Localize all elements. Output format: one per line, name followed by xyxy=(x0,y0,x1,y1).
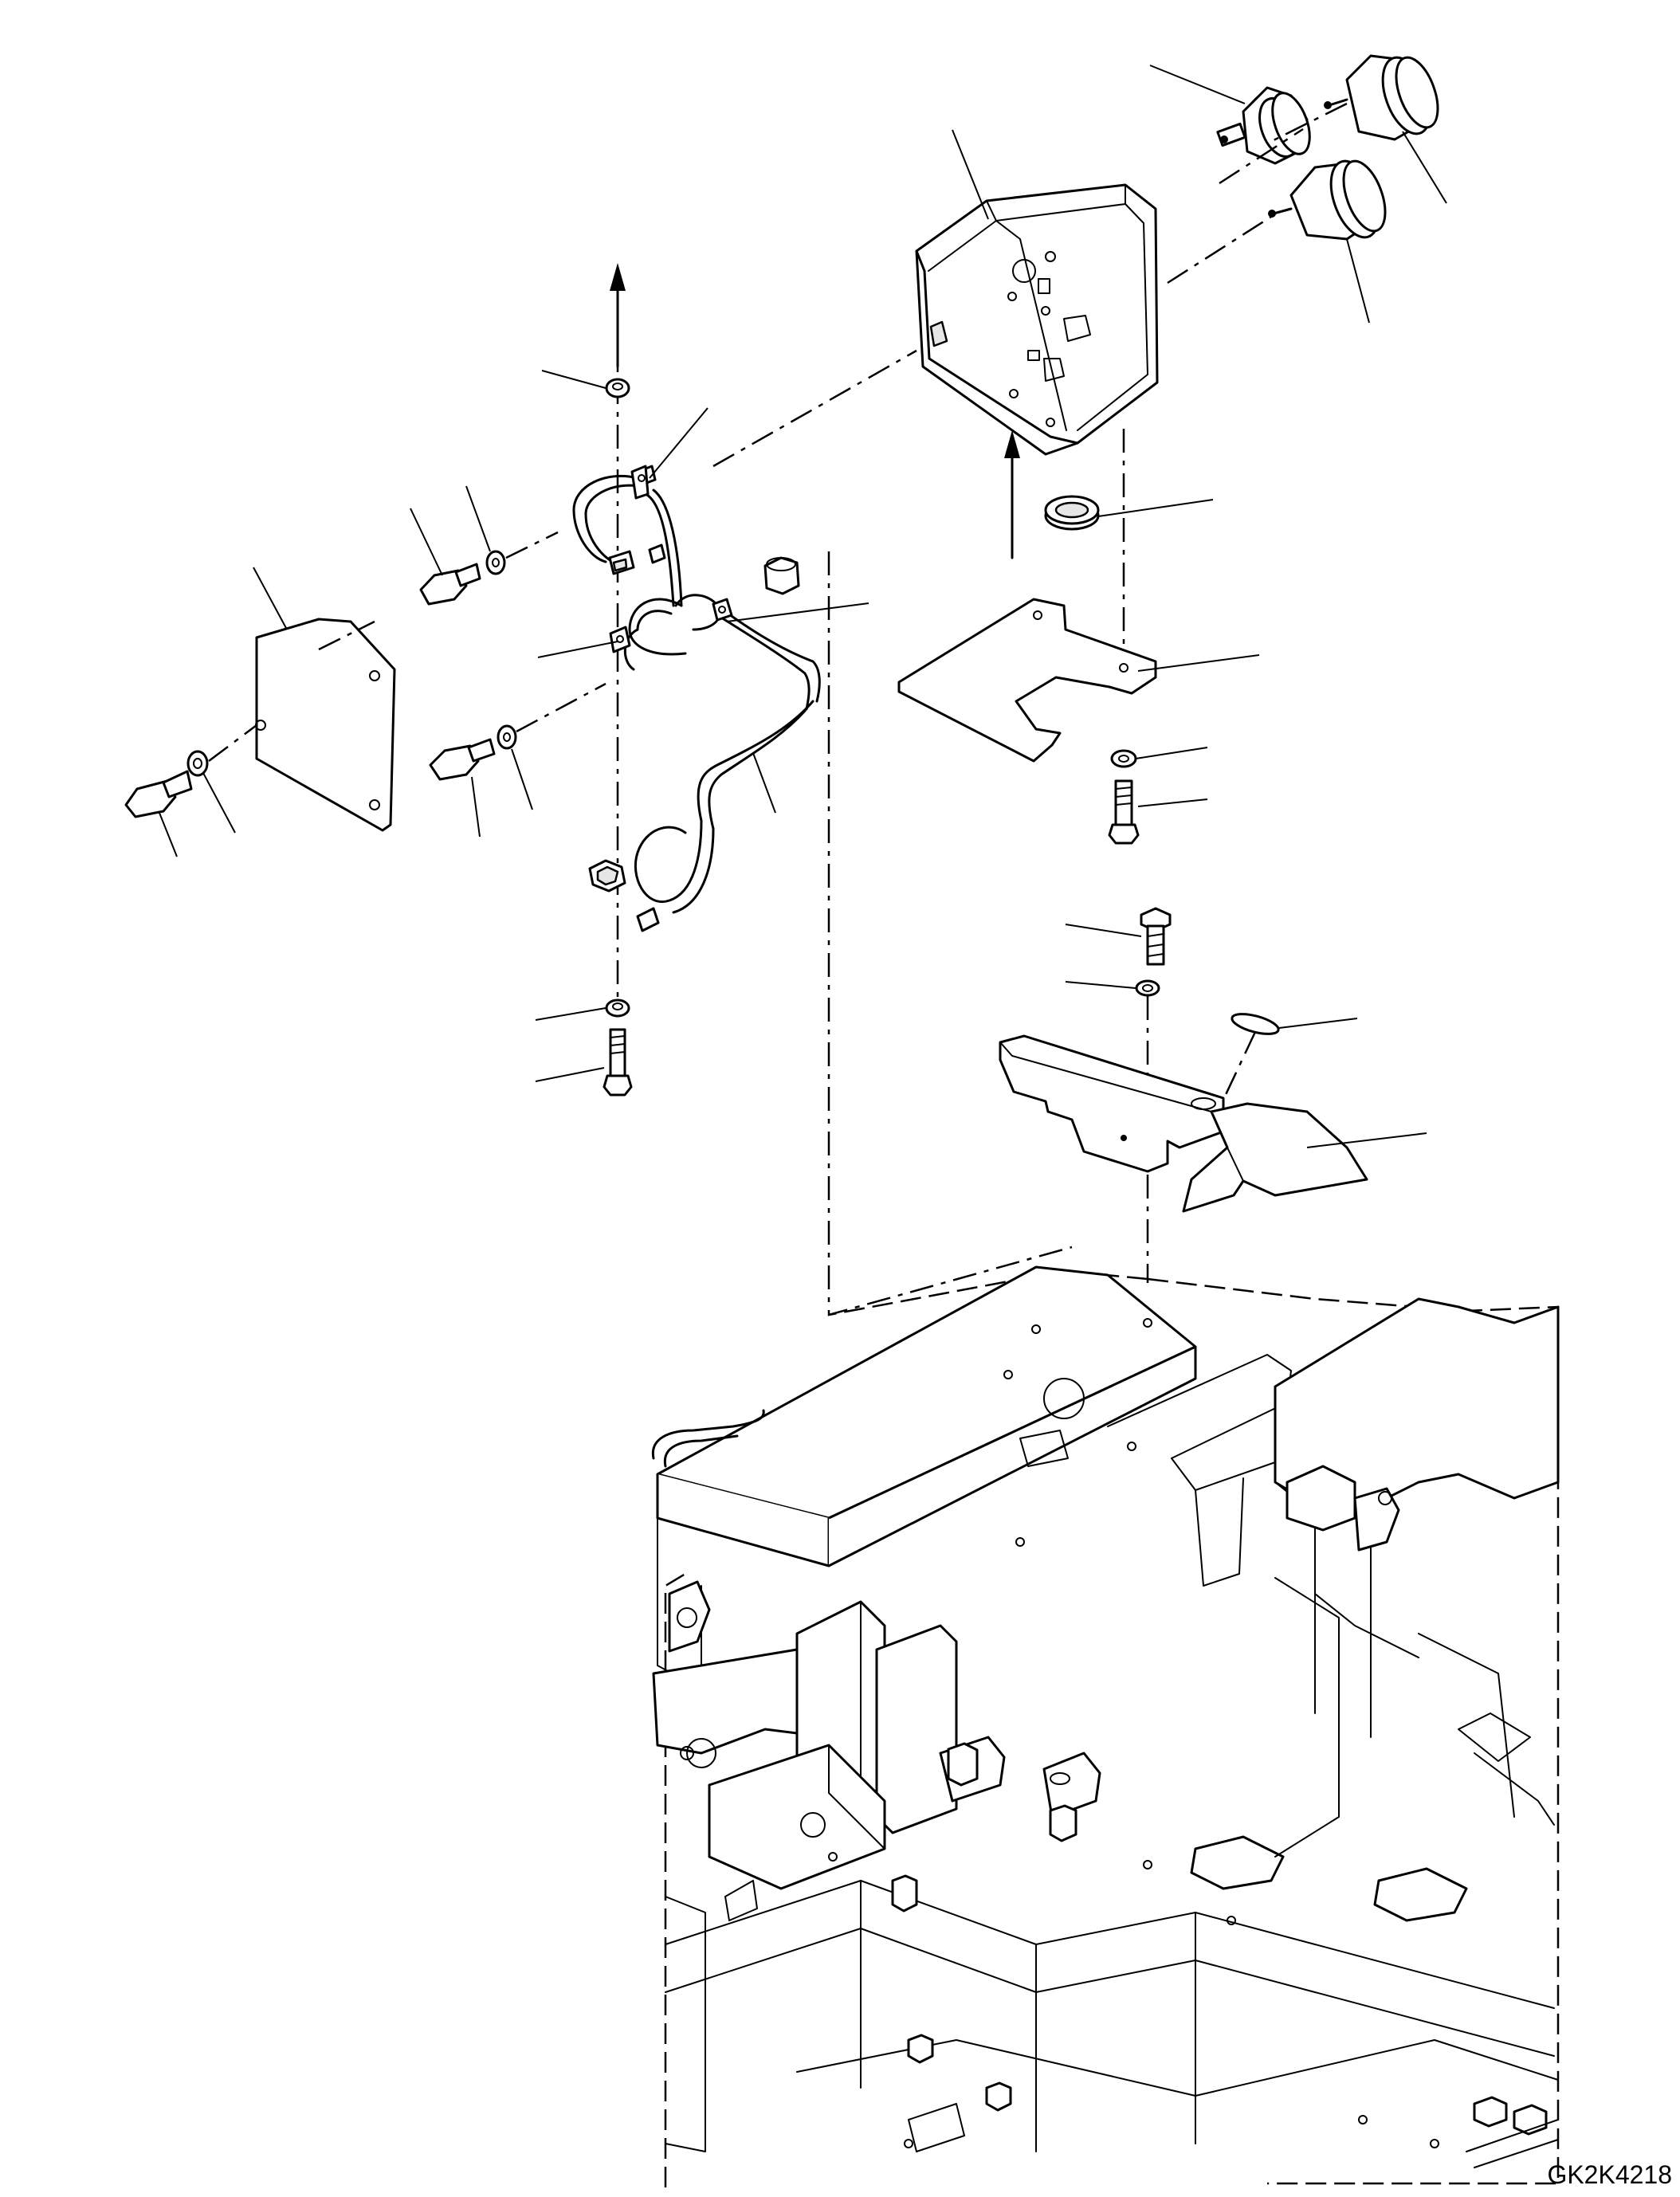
cover-plate xyxy=(255,618,396,832)
arrow-up-icon xyxy=(1004,430,1020,559)
warning-lamp-housing xyxy=(915,183,1159,456)
washer xyxy=(1110,749,1137,768)
leader-bracket-guard xyxy=(1306,1132,1427,1148)
bolt xyxy=(603,1028,633,1097)
drawing-code-label: GK2K4218 xyxy=(1547,2160,1672,2189)
leader-cover-plate xyxy=(253,567,288,630)
washer xyxy=(605,998,630,1018)
bolt xyxy=(124,770,193,818)
mounting-plate xyxy=(897,598,1157,763)
bolt xyxy=(419,563,481,606)
washer xyxy=(186,750,209,777)
wiring-harness xyxy=(572,465,821,932)
leader-harness-clip-right xyxy=(726,602,869,622)
leader-harness-clip-top xyxy=(649,407,709,479)
drawing-code: GK2K4218 xyxy=(1547,2160,1672,2189)
washer xyxy=(485,550,506,575)
leader-lamp-upper-left xyxy=(1149,65,1246,104)
lamp-upper-right xyxy=(1324,54,1439,141)
bracket-guard xyxy=(999,1034,1368,1213)
bolt xyxy=(429,738,496,781)
leader-lamp-upper-right xyxy=(1402,131,1447,204)
washer xyxy=(1135,979,1160,997)
bolt xyxy=(1140,907,1172,966)
leader-harness-clip-left xyxy=(537,641,618,658)
machine-frame xyxy=(651,1265,1560,2187)
bolt xyxy=(1108,779,1140,845)
cap-plug xyxy=(1231,1013,1280,1035)
lamp-lower xyxy=(1268,159,1387,241)
leader-harness xyxy=(752,752,776,814)
washer xyxy=(497,724,517,750)
leader-mounting-plate xyxy=(1137,654,1260,672)
nut xyxy=(605,378,630,398)
grommet xyxy=(1044,495,1100,531)
arrow-up-icon xyxy=(610,263,626,368)
leader-grommet xyxy=(1097,499,1214,517)
leader-housing xyxy=(952,129,989,220)
leader-lamp-lower xyxy=(1346,238,1370,324)
lamp-upper-left xyxy=(1216,86,1311,165)
